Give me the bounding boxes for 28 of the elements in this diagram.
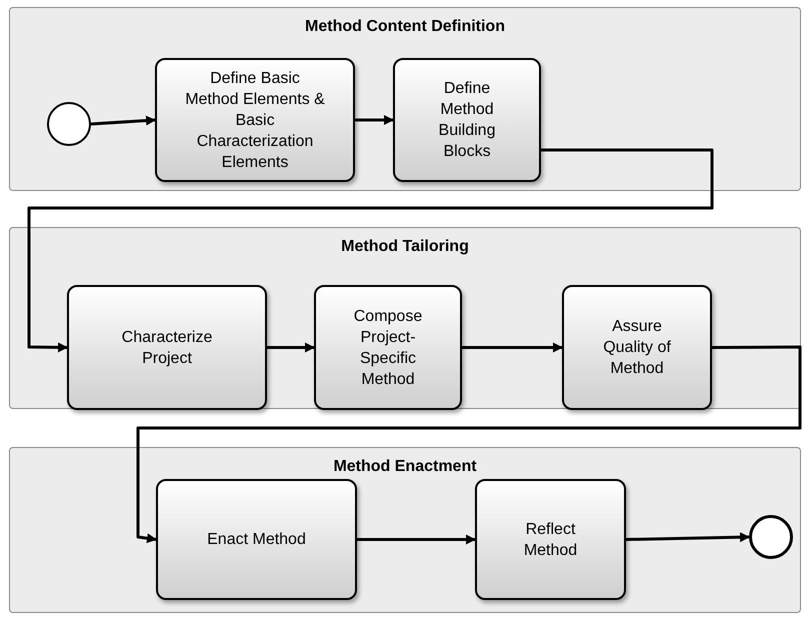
swimlane-panel (10, 448, 800, 612)
lane-title: Method Enactment (332, 457, 478, 477)
process-label: Enact Method (207, 530, 306, 550)
arrow (357, 534, 476, 544)
process-box (67, 285, 267, 410)
process-label: Reflect Method (522, 520, 578, 560)
arrow (462, 342, 563, 352)
arrow (626, 532, 750, 542)
swimlane-panel (10, 8, 800, 190)
arrow (267, 342, 315, 352)
arrow (28, 148, 714, 352)
process-label: Define Basic Method Elements & Basic Characterization Elements (185, 68, 325, 172)
process-box (156, 479, 357, 600)
process-box (155, 58, 355, 182)
swimlane-panel (10, 228, 800, 408)
arrow (90, 116, 156, 126)
process-label: Characterize Project (120, 328, 214, 368)
arrow (136, 346, 802, 544)
process-label: Compose Project-Specific Method (352, 306, 424, 390)
process-box (475, 479, 626, 600)
arrow (355, 115, 394, 125)
process-label: Assure Quality of Method (602, 317, 672, 379)
lane-title: Method Tailoring (340, 237, 470, 257)
process-box (314, 285, 462, 410)
process-box (393, 58, 541, 182)
process-box (562, 285, 712, 410)
lane-title: Method Content Definition (304, 17, 506, 37)
process-label: Define Method Building Blocks (438, 79, 496, 162)
